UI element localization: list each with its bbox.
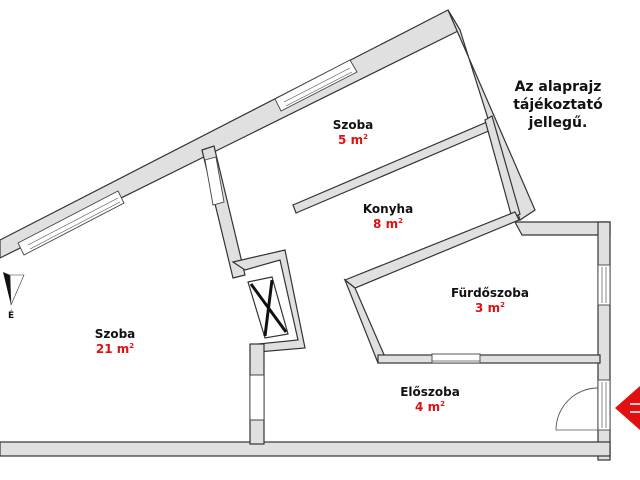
entrance-door — [555, 379, 611, 431]
red-arrow-left-icon — [615, 386, 640, 430]
note-line: tájékoztató — [513, 97, 603, 114]
room-label-eloszoba: Előszoba 4 m2 — [390, 385, 470, 415]
room-label-szoba-small: Szoba 5 m2 — [318, 118, 388, 148]
svg-text:É: É — [8, 309, 14, 321]
room-area: 21 m2 — [95, 342, 135, 356]
note-line: jellegű. — [528, 115, 588, 132]
room-name: Szoba — [332, 118, 374, 132]
room-name: Szoba — [94, 327, 136, 341]
room-name: Előszoba — [400, 385, 460, 399]
room-area: 3 m2 — [475, 301, 505, 315]
room-name: Konyha — [362, 202, 414, 216]
note-line: Az alaprajz — [514, 79, 602, 95]
room-label-szoba-large: Szoba 21 m2 — [80, 327, 150, 357]
room-area: 4 m2 — [415, 400, 445, 414]
room-area: 8 m2 — [373, 217, 403, 231]
room-area: 5 m2 — [338, 133, 368, 147]
windows — [17, 59, 611, 421]
compass-icon: É — [3, 272, 25, 321]
disclaimer-note: Az alaprajz tájékoztató jellegű. — [503, 78, 613, 133]
room-name: Fürdőszoba — [451, 286, 529, 300]
interior-walls — [201, 115, 601, 445]
room-label-konyha: Konyha 8 m2 — [348, 202, 428, 232]
room-label-furdoszoba: Fürdőszoba 3 m2 — [440, 286, 540, 316]
